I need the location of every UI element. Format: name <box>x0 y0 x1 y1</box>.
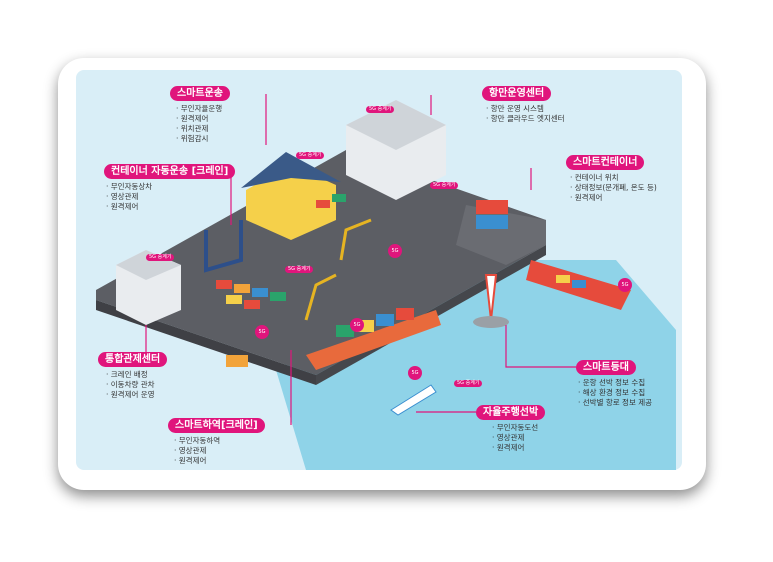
item: 원격제어 <box>106 202 152 212</box>
item: 크레인 배정 <box>106 370 155 380</box>
item: 영상관제 <box>174 446 220 456</box>
label-integrated-control-center: 통합관제센터 <box>98 352 168 367</box>
label-port-operation-center: 항만운영센터 <box>482 86 552 101</box>
item: 무인자동도선 <box>492 423 538 433</box>
items-smart-container: 컨테이너 위치 상태정보(문개폐, 온도 등) 원격제어 <box>570 173 657 203</box>
label-autonomous-ship: 자율주행선박 <box>476 405 546 420</box>
repeater-tag: 5G 중계기 <box>454 380 483 387</box>
item: 항만 클라우드 엣지센터 <box>486 114 565 124</box>
items-integrated-control-center: 크레인 배정 이동차량 관차 원격제어 운영 <box>106 370 155 400</box>
repeater-tag: 5G 중계기 <box>285 266 314 273</box>
cranes <box>304 218 372 321</box>
item: 영상관제 <box>492 433 538 443</box>
repeater-tag: 5G 중계기 <box>366 106 395 113</box>
item: 원격제어 운영 <box>106 390 155 400</box>
item: 무인자율운행 <box>176 104 222 114</box>
label-smart-lighthouse: 스마트등대 <box>576 360 636 375</box>
items-autonomous-ship: 무인자동도선 영상관제 원격제어 <box>492 423 538 453</box>
port-illustration <box>96 94 676 470</box>
repeater-tag: 5G 중계기 <box>146 254 175 261</box>
items-port-operation-center: 항만 운영 시스템 항만 클라우드 엣지센터 <box>486 104 565 124</box>
warehouse <box>246 165 336 240</box>
5g-badge: 5G <box>255 325 269 339</box>
label-smart-transport: 스마트운송 <box>170 86 230 101</box>
item: 원격제어 <box>176 114 222 124</box>
port-ground <box>96 150 546 375</box>
5g-badge: 5G <box>388 244 402 258</box>
5g-badge: 5G <box>350 318 364 332</box>
label-smart-container: 스마트컨테이너 <box>566 155 645 170</box>
item: 이동차량 관차 <box>106 380 155 390</box>
container-stacks <box>216 194 508 367</box>
item: 원격제어 <box>174 456 220 466</box>
label-container-auto-transport: 컨테이너 자동운송 [크레인] <box>104 164 236 179</box>
item: 선박별 항로 정보 제공 <box>578 398 652 408</box>
item: 원격제어 <box>492 443 538 453</box>
item: 위험감시 <box>176 134 222 144</box>
label-smart-unloading: 스마트하역[크레인] <box>168 418 265 433</box>
repeater-tag: 5G 중계기 <box>296 152 325 159</box>
5g-badge: 5G <box>408 366 422 380</box>
items-smart-unloading: 무인자동하역 영상관제 원격제어 <box>174 436 220 466</box>
repeater-tag: 5G 중계기 <box>430 182 459 189</box>
item: 무인자동상차 <box>106 182 152 192</box>
items-smart-transport: 무인자율운행 원격제어 위치관제 위험감시 <box>176 104 222 144</box>
item: 해상 환경 정보 수집 <box>578 388 652 398</box>
cargo-ship <box>306 310 441 370</box>
item: 원격제어 <box>570 193 657 203</box>
5g-badge: 5G <box>618 278 632 292</box>
autonomous-ship <box>390 384 437 416</box>
items-smart-lighthouse: 운항 선박 정보 수집 해상 환경 정보 수집 선박별 항로 정보 제공 <box>578 378 652 408</box>
item: 컨테이너 위치 <box>570 173 657 183</box>
item: 위치관제 <box>176 124 222 134</box>
item: 영상관제 <box>106 192 152 202</box>
item: 무인자동하역 <box>174 436 220 446</box>
lighthouse-icon <box>473 274 509 328</box>
item: 상태정보(문개폐, 온도 등) <box>570 183 657 193</box>
item: 항만 운영 시스템 <box>486 104 565 114</box>
items-container-auto-transport: 무인자동상차 영상관제 원격제어 <box>106 182 152 212</box>
item: 운항 선박 정보 수집 <box>578 378 652 388</box>
